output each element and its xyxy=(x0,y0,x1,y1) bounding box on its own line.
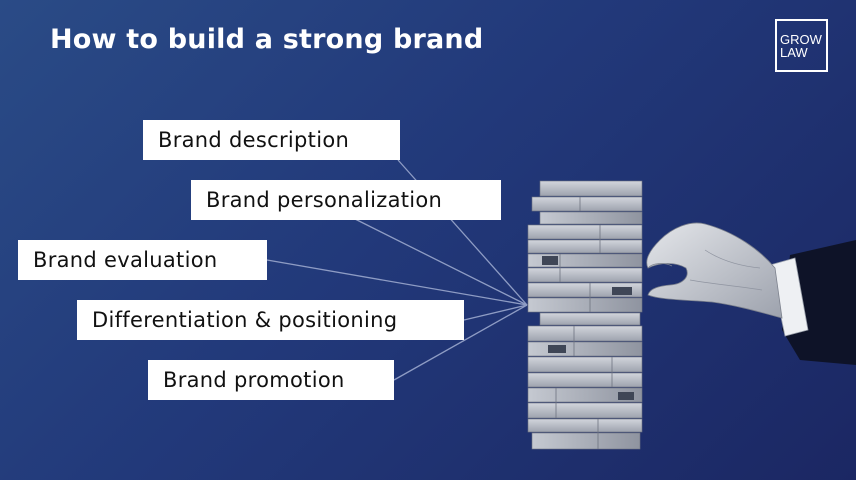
page-title: How to build a strong brand xyxy=(50,24,484,55)
logo-line-1: GROW xyxy=(780,31,822,47)
label-brand-personalization: Brand personalization xyxy=(191,180,501,220)
connector-line xyxy=(266,259,528,306)
connector-line xyxy=(463,304,528,321)
label-brand-description: Brand description xyxy=(143,120,400,160)
label-brand-promotion: Brand promotion xyxy=(148,360,394,400)
label-differentiation-positioning: Differentiation & positioning xyxy=(77,300,464,340)
logo-line-2: LAW xyxy=(780,44,808,60)
grow-law-logo: GROW LAW xyxy=(775,19,828,72)
tower-blocks xyxy=(527,180,643,450)
label-brand-evaluation: Brand evaluation xyxy=(18,240,267,280)
connector-line xyxy=(354,218,528,306)
connector-line xyxy=(393,304,528,381)
hand-illustration xyxy=(646,222,856,365)
